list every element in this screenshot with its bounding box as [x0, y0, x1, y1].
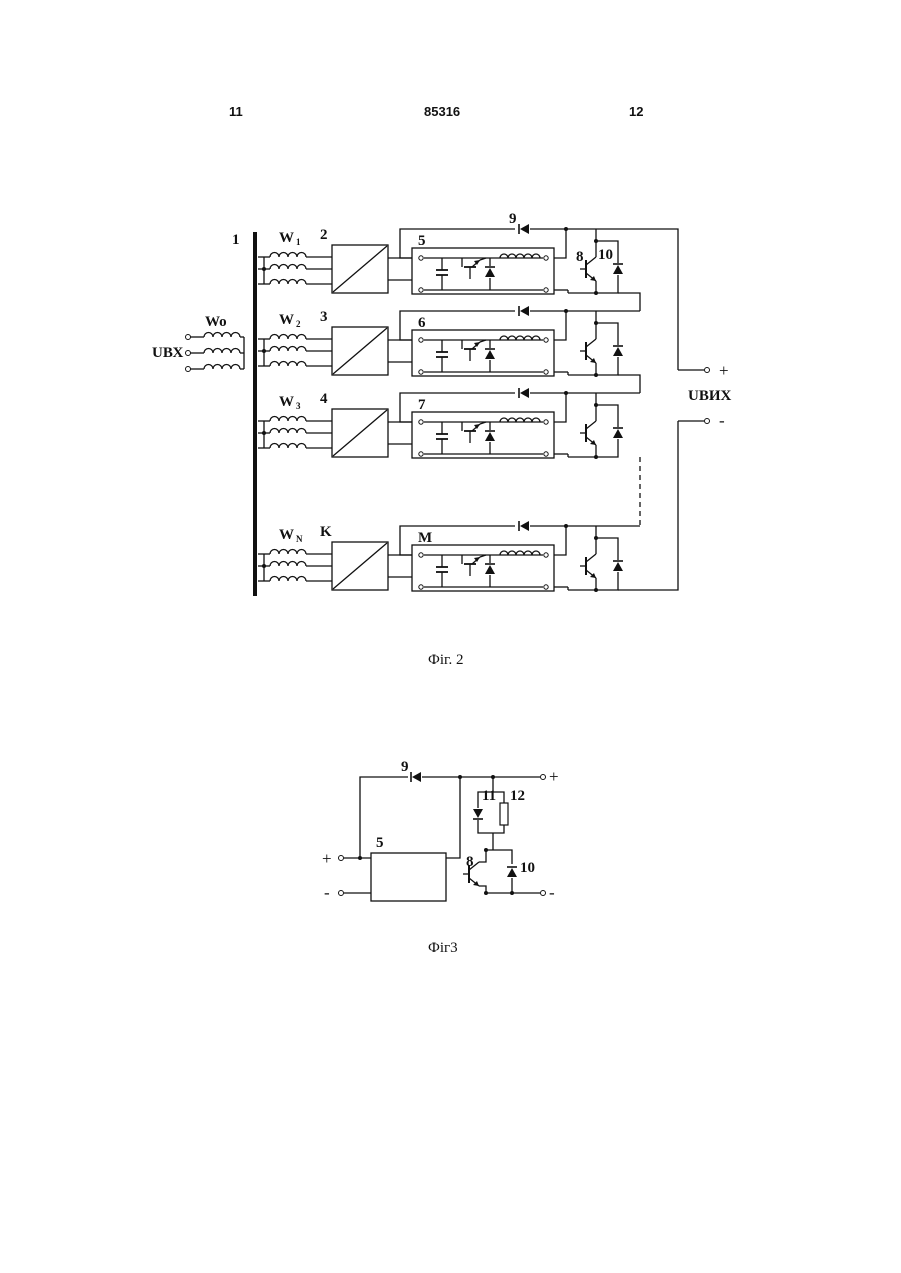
input-terminal-minus	[339, 891, 344, 896]
wire-block-out	[446, 777, 460, 858]
diode-9-label: 9	[401, 759, 409, 775]
diode-10	[507, 867, 517, 877]
diode-body	[412, 772, 421, 782]
junction-dot	[510, 891, 514, 895]
input-minus-sign: -	[324, 883, 330, 902]
junction-dot	[484, 891, 488, 895]
wire-collector-node	[486, 850, 512, 864]
diode-11	[473, 809, 483, 819]
junction-dot	[358, 856, 362, 860]
diode-body	[473, 809, 483, 818]
resistor-12-label: 12	[510, 788, 525, 804]
wire-11b	[478, 820, 493, 833]
wire-collector	[479, 850, 486, 862]
block-5	[371, 853, 446, 901]
diode-9	[411, 772, 421, 782]
wire-12b	[493, 825, 504, 833]
wire-diode9	[360, 777, 408, 858]
output-terminal-minus	[541, 891, 546, 896]
diode-11-label: 11	[482, 788, 496, 804]
input-terminal-plus	[339, 856, 344, 861]
junction-dot	[491, 775, 495, 779]
diode-10-label: 10	[520, 860, 535, 876]
diode-body	[507, 868, 517, 877]
output-minus-sign: -	[549, 883, 555, 902]
figure-2-caption: Фіг. 2	[428, 652, 463, 669]
block-5-label: 5	[376, 835, 384, 851]
figure-3-caption: Фіг3	[428, 940, 458, 957]
transistor-8-label: 8	[466, 854, 474, 870]
resistor-12	[500, 803, 508, 825]
input-plus-sign: +	[322, 849, 332, 868]
junction-dot	[458, 775, 462, 779]
output-terminal-plus	[541, 775, 546, 780]
output-plus-sign: +	[549, 767, 559, 786]
